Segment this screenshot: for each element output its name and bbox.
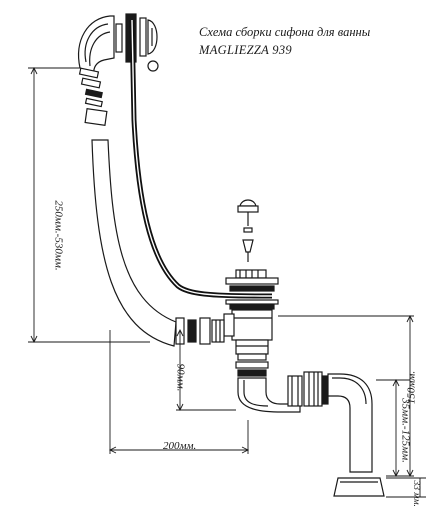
dimension-outlet-height: 35мм.-125мм. xyxy=(399,398,412,463)
title-line-2: MAGLIEZZA 939 xyxy=(199,43,292,57)
overflow-washers xyxy=(78,67,108,127)
overflow-tube xyxy=(91,139,177,347)
side-connector xyxy=(175,317,225,345)
outlet-pipe xyxy=(327,373,373,473)
drain-flange xyxy=(225,269,279,310)
control-cable xyxy=(129,19,272,299)
drain-body xyxy=(223,309,273,377)
drain-plug xyxy=(237,199,259,262)
outlet-nut xyxy=(303,371,329,407)
chain-ring xyxy=(147,60,159,72)
overflow-elbow xyxy=(78,15,115,75)
dimension-lines xyxy=(28,66,426,498)
outlet-foot xyxy=(333,477,385,497)
dimension-width: 200мм. xyxy=(163,440,197,452)
overflow-cap xyxy=(115,13,158,63)
dimension-total-height: 250мм.-530мм. xyxy=(52,200,65,271)
title-line-1: Схема сборки сифона для ванны xyxy=(199,25,371,39)
dimension-drop-height: 90мм. xyxy=(174,363,187,392)
dimension-base-height: 33 мм. xyxy=(410,480,421,507)
trap-bend xyxy=(237,375,303,413)
